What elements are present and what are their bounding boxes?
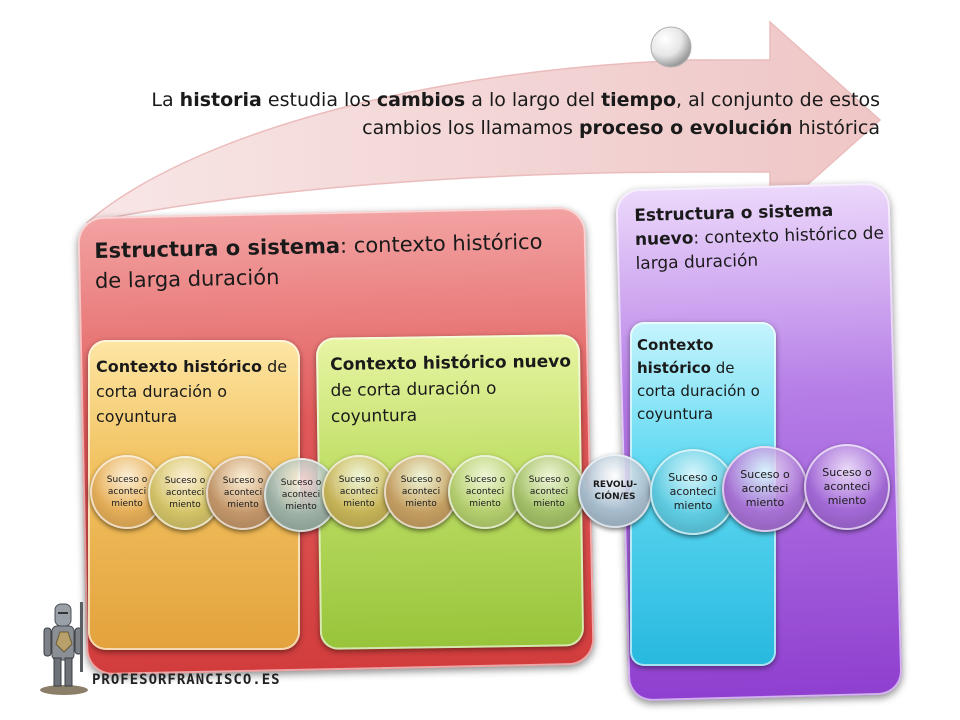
event-label: Suceso o aconteci miento (668, 471, 718, 512)
event-circle: Suceso o aconteci miento (384, 455, 458, 529)
context-box-new-short-title: Contexto histórico de corta duración o c… (637, 334, 772, 426)
heading-part: tiempo (601, 89, 677, 111)
event-circle: Suceso o aconteci miento (722, 446, 808, 532)
event-label: Suceso o aconteci miento (528, 475, 570, 509)
event-label: Suceso o aconteci miento (740, 468, 790, 509)
context-box-short-title: Contexto histórico de corta duración o c… (96, 354, 296, 429)
structure-box-old-title: Estructura o sistema: contexto histórico… (94, 226, 565, 296)
event-label: Suceso o aconteci miento (280, 478, 322, 512)
heading-part: estudia los (261, 89, 377, 111)
arrow-knob (650, 26, 692, 68)
heading-text: La historia estudia los cambios a lo lar… (120, 86, 880, 142)
revolution-label: REVOLU-CIÓN/ES (593, 480, 637, 502)
structure-box-new-title: Estructura o sistema nuevo: contexto his… (634, 197, 886, 276)
event-label: Suceso o aconteci miento (164, 476, 206, 510)
logo-text[interactable]: PROFESORFRANCISCO.ES (92, 672, 281, 688)
arrow-body (85, 20, 882, 224)
context-new-short-rest: de corta duración o coyuntura (637, 359, 760, 423)
event-label: Suceso o aconteci miento (400, 475, 442, 509)
knight-logo-icon (40, 602, 88, 695)
heading-part: histórica (792, 117, 880, 139)
context-short-bold: Contexto histórico (96, 357, 263, 376)
structure-old-bold: Estructura o sistema (94, 233, 341, 263)
event-label: Suceso o aconteci miento (338, 475, 380, 509)
heading-part: proceso o evolución (578, 117, 793, 139)
event-circle: Suceso o aconteci miento (650, 449, 736, 535)
heading-part: a lo largo del (465, 89, 602, 111)
revolution-circle: REVOLU-CIÓN/ES (578, 454, 652, 528)
event-circle: Suceso o aconteci miento (322, 455, 396, 529)
event-circle: Suceso o aconteci miento (206, 456, 280, 530)
event-label: Suceso o aconteci miento (222, 476, 264, 510)
event-circle: Suceso o aconteci miento (804, 444, 890, 530)
event-circle: Suceso o aconteci miento (448, 455, 522, 529)
context-new-short-bold: Contexto histórico (637, 336, 714, 377)
context-new-bold: Contexto histórico nuevo (330, 351, 572, 375)
heading-part: La (151, 89, 180, 111)
event-circle: Suceso o aconteci miento (512, 455, 586, 529)
context-short-rest: de corta duración o coyuntura (96, 357, 288, 426)
event-label: Suceso o aconteci miento (106, 475, 148, 509)
event-label: Suceso o aconteci miento (822, 466, 872, 507)
context-new-rest: de corta duración o coyuntura (330, 378, 497, 427)
heading-part: , al conjunto de estos cambios los llama… (362, 89, 880, 139)
heading-part: historia (179, 89, 262, 111)
heading-part: cambios (376, 89, 466, 111)
context-box-new-title: Contexto histórico nuevo de corta duraci… (330, 349, 576, 430)
event-label: Suceso o aconteci miento (464, 475, 506, 509)
